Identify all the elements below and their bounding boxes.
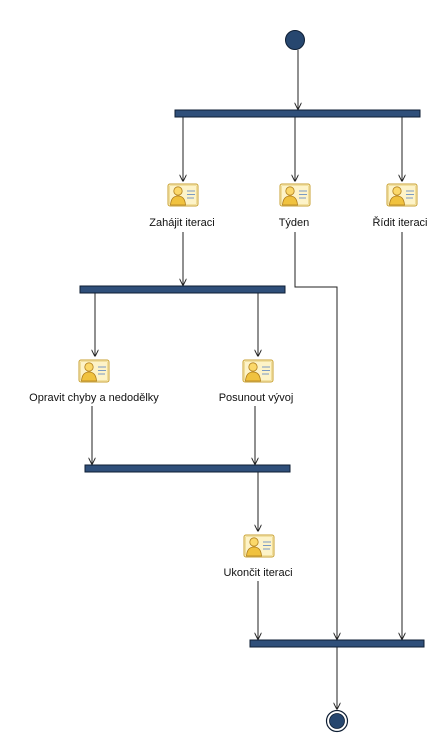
- final-node: [325, 709, 349, 733]
- edge-tyden-to-main-join: [294, 232, 337, 639]
- activity-zahajit[interactable]: Zahájit iteraci: [149, 183, 215, 229]
- actor-card-icon: [386, 183, 418, 207]
- activity-ridit[interactable]: Řídit iteraci: [372, 183, 428, 229]
- initial-node: [285, 30, 305, 50]
- join-bar-inner: [84, 464, 291, 473]
- activity-posunout[interactable]: Posunout vývoj: [219, 359, 294, 404]
- activity-tyden[interactable]: Týden: [279, 183, 311, 229]
- actor-card-icon: [279, 183, 311, 207]
- actor-card-icon: [78, 359, 110, 383]
- actor-card-icon: [243, 534, 275, 558]
- activity-ukoncit[interactable]: Ukončit iteraci: [223, 534, 293, 579]
- activity-label: Řídit iteraci: [372, 216, 427, 229]
- join-bar-main: [249, 639, 425, 648]
- actor-card-icon: [167, 183, 199, 207]
- activity-label: Ukončit iteraci: [223, 567, 292, 579]
- activity-label: Týden: [279, 217, 310, 229]
- activity-label: Posunout vývoj: [219, 392, 294, 404]
- activity-opravit[interactable]: Opravit chyby a nedodělky: [29, 359, 159, 404]
- fork-bar-inner: [79, 285, 286, 294]
- actor-card-icon: [242, 359, 274, 383]
- activity-label: Opravit chyby a nedodělky: [29, 392, 159, 404]
- activity-label: Zahájit iteraci: [149, 217, 214, 229]
- fork-bar-main: [174, 109, 421, 118]
